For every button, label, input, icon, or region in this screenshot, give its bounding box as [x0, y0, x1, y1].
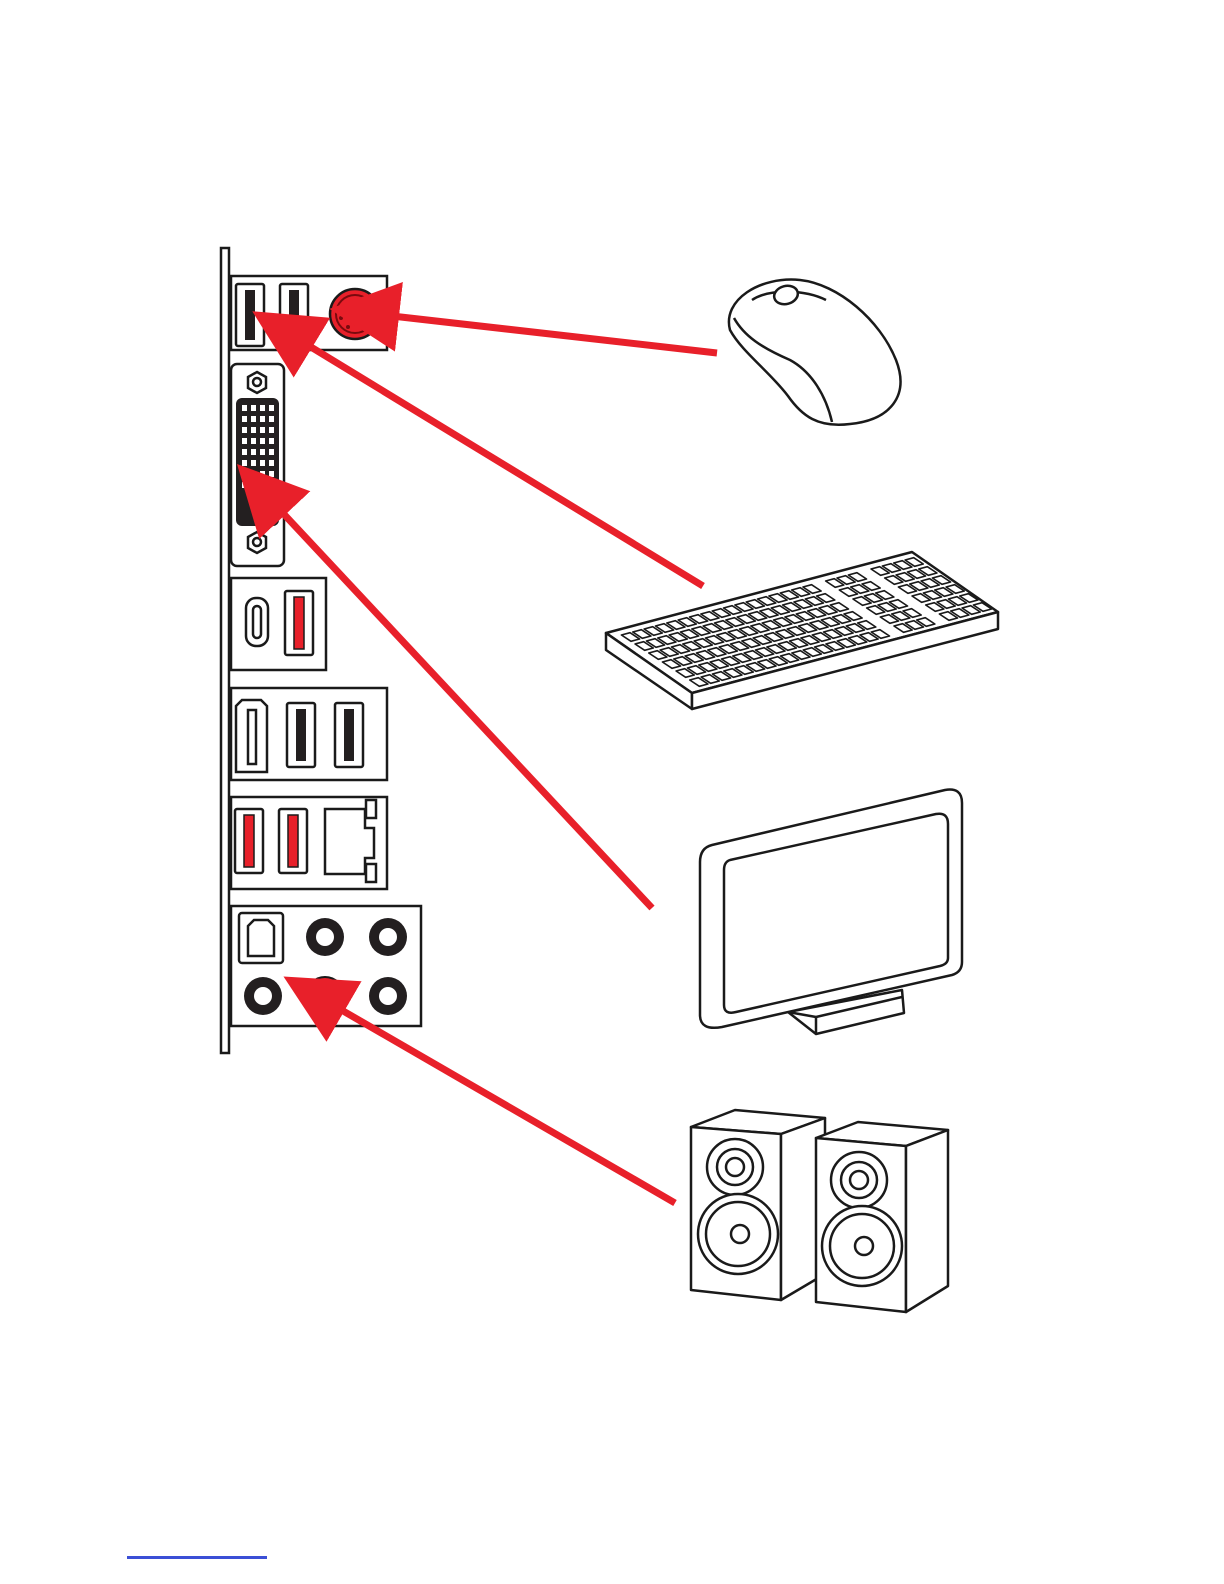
- dvi-pin: [269, 482, 274, 488]
- ps2-port: [330, 289, 380, 339]
- dvi-pin: [242, 482, 247, 488]
- dvi-pin: [260, 460, 265, 466]
- io-back-panel: [221, 248, 421, 1053]
- dvi-pin: [269, 438, 274, 444]
- dvi-pin: [260, 482, 265, 488]
- dvi-pin: [251, 416, 256, 422]
- dvi-pin: [251, 460, 256, 466]
- arrow-mouse-to-ps2: [392, 316, 717, 353]
- dvi-port: [231, 364, 284, 566]
- dvi-pin: [251, 438, 256, 444]
- lan-port: [325, 800, 376, 882]
- dvi-pin: [242, 416, 247, 422]
- dvi-pin: [251, 427, 256, 433]
- audio-jack-2: [369, 918, 407, 956]
- dvi-pin: [251, 449, 256, 455]
- dvi-pin: [242, 405, 247, 411]
- dvi-pin: [242, 438, 247, 444]
- keyboard-icon: [606, 552, 998, 709]
- dvi-pin: [269, 449, 274, 455]
- dvi-pin: [242, 471, 247, 477]
- audio-jack-3: [244, 977, 282, 1015]
- dvi-pin: [269, 427, 274, 433]
- optical-spdif-port: [239, 913, 283, 963]
- dvi-pin: [242, 427, 247, 433]
- dvi-pin: [242, 460, 247, 466]
- dvi-pin: [251, 482, 256, 488]
- arrow-keyboard-to-usb: [306, 344, 703, 586]
- dvi-pin: [269, 416, 274, 422]
- dvi-pin: [242, 449, 247, 455]
- audio-jack-5: [369, 977, 407, 1015]
- io-shield-edge: [221, 248, 229, 1053]
- dvi-pin: [260, 438, 265, 444]
- dvi-pin: [269, 471, 274, 477]
- dvi-pin: [251, 471, 256, 477]
- dvi-pin: [260, 471, 265, 477]
- monitor-icon: [700, 790, 962, 1034]
- dvi-pin: [260, 416, 265, 422]
- dvi-pin: [260, 405, 265, 411]
- speakers-icon: [691, 1110, 948, 1312]
- dvi-pin: [260, 427, 265, 433]
- dvi-pin: [269, 460, 274, 466]
- audio-jack-1: [306, 918, 344, 956]
- dvi-pin: [251, 405, 256, 411]
- dvi-pin: [260, 449, 265, 455]
- footer-link-underline[interactable]: [127, 1556, 267, 1559]
- mouse-icon: [729, 280, 901, 425]
- arrow-speakers-to-audio: [338, 1008, 675, 1203]
- dvi-pin: [269, 405, 274, 411]
